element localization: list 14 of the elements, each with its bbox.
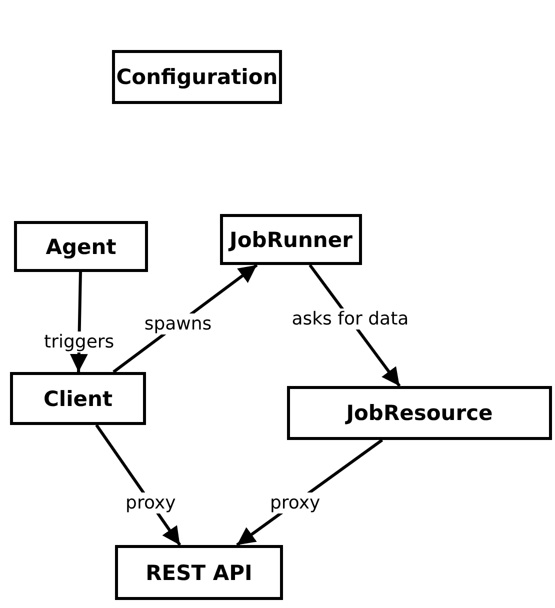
node-title: Configuration [116, 65, 278, 89]
node-title: JobResource [346, 401, 493, 425]
node-title: JobRunner [230, 228, 352, 252]
label-box [112, 50, 282, 104]
label-box [220, 214, 362, 265]
edge-label: spawns [142, 313, 214, 334]
node-title: Agent [46, 234, 116, 258]
label-box [287, 386, 552, 440]
label-box [115, 545, 283, 600]
label-box [14, 221, 148, 272]
edge-label: triggers [42, 332, 116, 352]
node-title: REST API [146, 560, 252, 584]
label-box [10, 372, 146, 425]
node-title: Client [43, 386, 113, 410]
